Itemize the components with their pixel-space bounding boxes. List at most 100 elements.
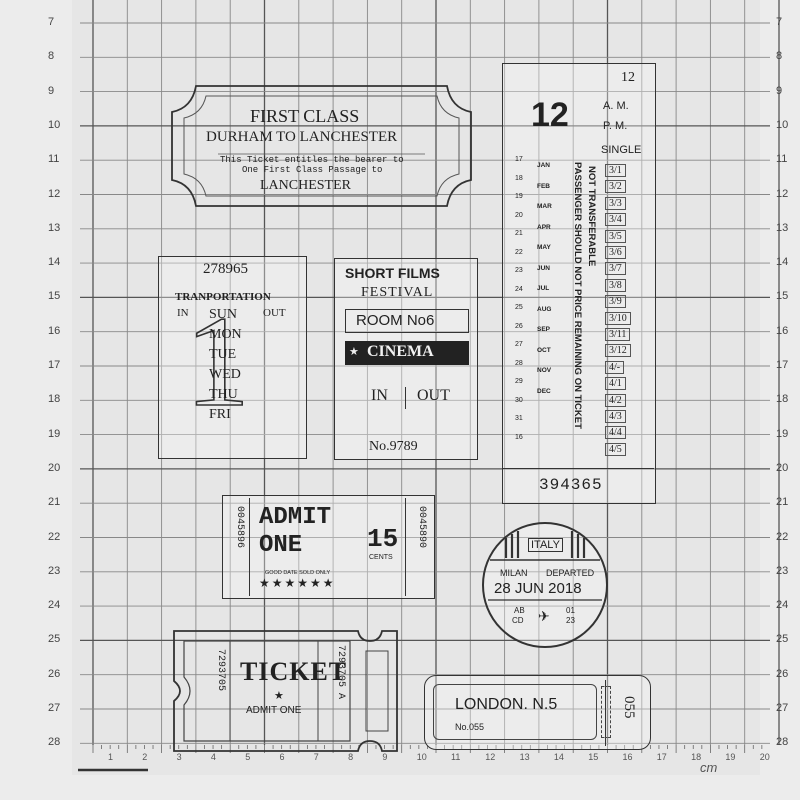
airplane-icon: ✈	[538, 608, 550, 624]
calendar-month: SEP	[537, 326, 551, 333]
calendar-month: FEB	[537, 182, 550, 190]
calendar-fraction: 4/3	[605, 410, 626, 423]
ruler-number: 15	[588, 752, 599, 762]
ruler-number: 26	[48, 667, 61, 680]
ruler-number: 10	[48, 118, 61, 131]
calendar-notice-2: NOT TRANSFERABLE	[586, 166, 597, 267]
day-label: MON	[209, 327, 242, 342]
short-films-number: No.9789	[369, 439, 418, 454]
ticket-admit: ADMIT ONE	[246, 705, 302, 716]
london-ticket-stamp: LONDON. N.5 No.055 055	[424, 675, 651, 750]
first-class-title: FIRST CLASS	[250, 106, 360, 126]
london-perforation	[601, 686, 611, 738]
calendar-fraction: 3/5	[605, 229, 626, 243]
calendar-month: JUL	[537, 285, 550, 292]
ruler-number: 12	[776, 187, 789, 200]
calendar-fraction: 3/2	[605, 180, 626, 194]
ruler-number: 5	[245, 752, 251, 762]
calendar-month: OCT	[537, 346, 551, 354]
calendar-month: MAR	[537, 203, 552, 210]
calendar-fraction: 3/4	[605, 213, 626, 227]
first-class-line2: One First Class Passage to	[242, 165, 383, 175]
ruler-number: 14	[48, 256, 61, 269]
ruler-number: 27	[48, 702, 61, 714]
admit-price: 15	[367, 524, 399, 554]
calendar-fraction: 3/10	[605, 311, 631, 325]
italy-code-right-2: 23	[566, 616, 575, 625]
calendar-fraction: 4/2	[605, 393, 626, 407]
ruler-number: 21	[48, 496, 61, 509]
ruler-number: 6	[279, 752, 285, 762]
ticket-outline	[173, 630, 398, 752]
calendar-serial: 394365	[539, 476, 603, 494]
ruler-number: 12	[485, 752, 496, 762]
ruler-number: 15	[776, 290, 789, 303]
first-class-ticket-stamp: FIRST CLASS DURHAM TO LANCHESTER This Ti…	[168, 82, 475, 210]
calendar-day: 27	[515, 341, 523, 348]
calendar-fraction: 4/4	[605, 426, 626, 440]
ticket-star-icon: ★	[274, 690, 284, 702]
ruler-number: 28	[48, 736, 61, 749]
ruler-number: 24	[48, 599, 61, 612]
ruler-number: 11	[48, 153, 60, 166]
first-class-route: DURHAM TO LANCHESTER	[206, 129, 398, 145]
italy-postmark-lines	[488, 531, 602, 601]
italy-code-left-2: CD	[512, 616, 524, 625]
italy-date: 28 JUN 2018	[494, 580, 582, 597]
calendar-footer-line	[503, 468, 654, 470]
ruler-number: 14	[553, 752, 564, 762]
calendar-notice-1: PASSENGER SHOULD NOT PRICE REMAINING ON …	[572, 162, 583, 429]
calendar-month: AUG	[537, 305, 552, 313]
short-films-title: SHORT FILMS	[345, 265, 440, 281]
transportation-in: IN	[177, 307, 189, 319]
ruler-number: 17	[656, 752, 667, 762]
short-films-divider	[405, 387, 407, 409]
ruler-number: 8	[776, 50, 783, 63]
ruler-number: 25	[776, 633, 789, 646]
ruler-number: 22	[48, 530, 61, 543]
ruler-number: 23	[48, 564, 61, 577]
london-inner-frame	[433, 684, 597, 740]
calendar-month: DEC	[537, 387, 551, 395]
day-label: WED	[209, 367, 241, 382]
first-class-line1: This Ticket entitles the bearer to	[220, 155, 404, 165]
calendar-day: 24	[515, 285, 523, 293]
calendar-month: APR	[537, 223, 551, 231]
star-icon: ★	[349, 346, 359, 358]
ruler-number: 10	[416, 752, 427, 762]
day-label: FRI	[209, 407, 231, 422]
calendar-fraction: 3/7	[605, 262, 626, 276]
ruler-number: 18	[691, 752, 702, 762]
ruler-number: 21	[776, 496, 789, 509]
calendar-am: A. M.	[603, 100, 629, 112]
calendar-fraction: 3/1	[605, 164, 626, 177]
ruler-number: 16	[776, 324, 789, 337]
london-sub: No.055	[455, 722, 485, 732]
cm-label: cm	[700, 760, 718, 775]
day-label: TUE	[209, 347, 237, 362]
ruler-number: 19	[776, 427, 789, 440]
calendar-month: JAN	[537, 162, 551, 169]
italy-city: MILAN	[500, 568, 528, 578]
ruler-number: 18	[48, 393, 61, 406]
calendar-fraction: 4/-	[605, 360, 625, 374]
transportation-big-digit: 1	[184, 290, 251, 434]
calendar-day: 17	[515, 156, 523, 163]
ruler-number: 12	[48, 187, 61, 200]
ruler-number: 22	[776, 530, 789, 543]
ruler-number: 11	[451, 752, 461, 762]
calendar-big-num: 12	[531, 96, 569, 134]
transportation-heading: TRANPORTATION	[175, 291, 271, 303]
italy-code-right-1: 01	[566, 606, 575, 615]
ruler-number: 24	[776, 599, 789, 612]
ruler-number: 20	[48, 461, 61, 474]
ruler-number: 17	[48, 359, 61, 371]
admit-line2: ONE	[259, 532, 303, 559]
embossing-sheet	[72, 0, 760, 775]
ruler-number: 15	[48, 290, 61, 303]
calendar-day: 22	[515, 248, 523, 256]
calendar-day: 18	[515, 174, 523, 182]
ruler-number: 17	[776, 359, 789, 371]
ruler-number: 20	[776, 461, 789, 474]
